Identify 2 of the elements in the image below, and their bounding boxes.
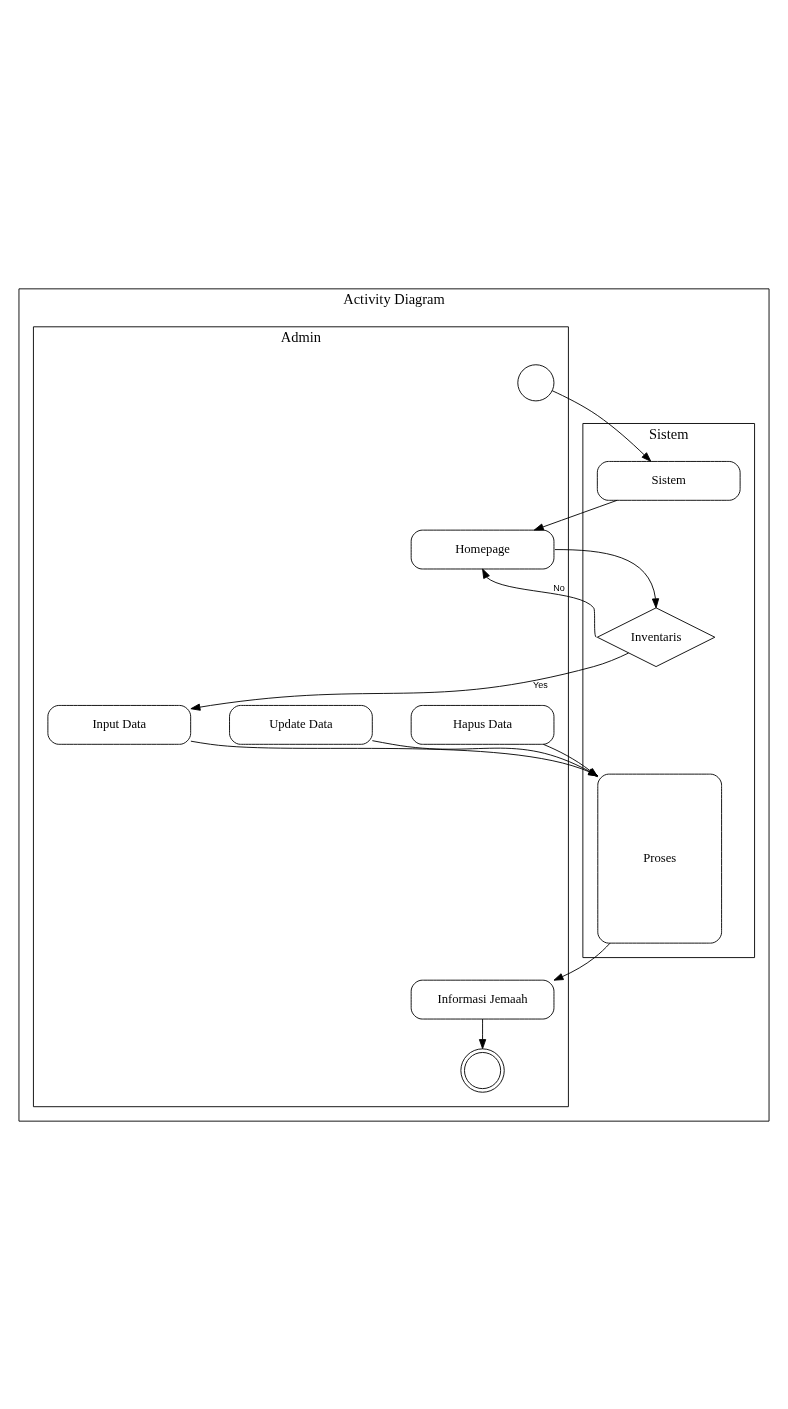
edge-label: Yes [533, 679, 548, 690]
edge-label: No [553, 582, 565, 593]
